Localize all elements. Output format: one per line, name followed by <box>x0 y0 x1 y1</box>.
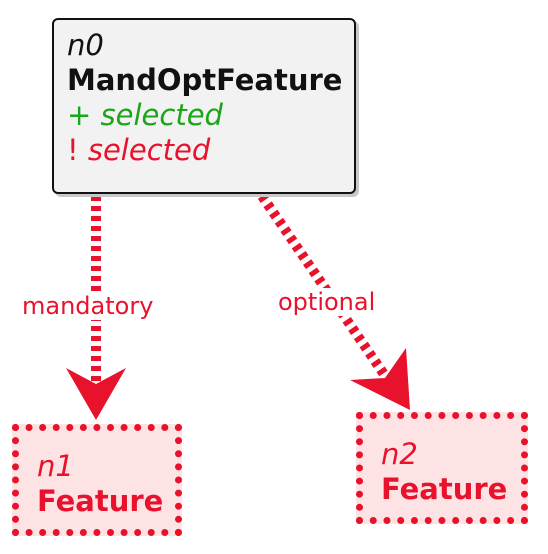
node-n0-type: MandOptFeature <box>67 63 343 97</box>
node-n2-id: n2 <box>381 437 418 471</box>
node-n1-type: Feature <box>37 484 164 518</box>
edge-mandatory-arrowhead <box>66 368 126 420</box>
node-n1-id: n1 <box>37 449 74 483</box>
attr-plus-label: selected <box>100 98 223 132</box>
attr-bang-prefix: ! <box>67 133 79 167</box>
edge-optional-arrowhead <box>350 348 410 410</box>
node-n2-type: Feature <box>381 472 508 506</box>
node-n2[interactable]: n2 Feature <box>356 412 528 524</box>
edge-label-optional: optional <box>276 288 378 316</box>
attr-bang-label: selected <box>87 133 211 167</box>
node-n1[interactable]: n1 Feature <box>12 424 182 536</box>
edge-optional-line <box>257 193 397 389</box>
node-n0-attr-plus: + selected <box>67 98 354 133</box>
edge-label-mandatory: mandatory <box>20 292 156 320</box>
node-n0[interactable]: n0 MandOptFeature + selected ! selected <box>52 18 356 194</box>
node-n0-id: n0 <box>67 28 104 62</box>
attr-plus-prefix: + <box>67 98 92 132</box>
node-n0-attr-bang: ! selected <box>67 133 354 168</box>
